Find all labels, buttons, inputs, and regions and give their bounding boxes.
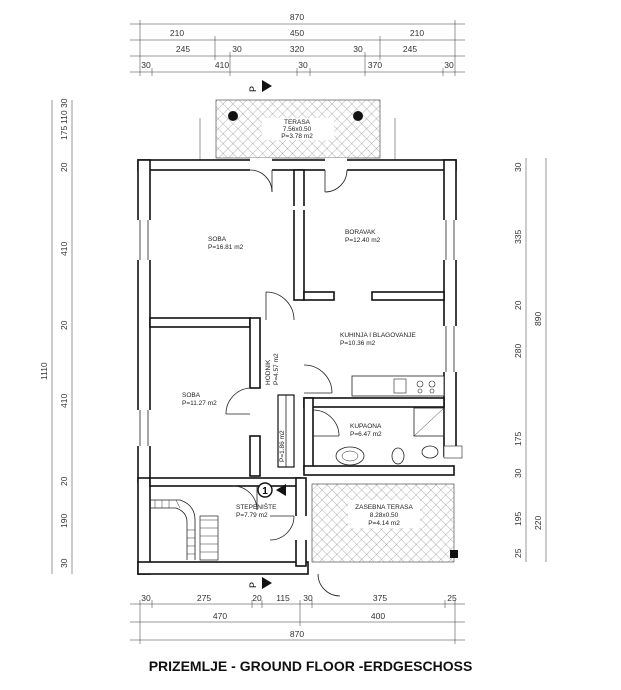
section-arrow-bottom-icon (262, 577, 272, 589)
section-marker-bottom: P (248, 582, 258, 588)
terrace-top: TERASA 7.56x0.50 P=3.78 m2 (199, 99, 396, 160)
dim-top-total: 870 (290, 12, 304, 22)
dim-top-r4-e: 30 (444, 60, 454, 70)
dim-right-8: 25 (513, 548, 523, 558)
dim-right-5: 175 (513, 432, 523, 446)
zasebna-name: ZASEBNA TERASA (355, 504, 413, 511)
dim-bot-r1-e: 30 (303, 593, 313, 603)
dim-right-4: 280 (513, 344, 523, 358)
dim-left-5: 410 (59, 242, 69, 256)
dim-top-r4-d: 370 (368, 60, 382, 70)
dim-top-r2-a: 210 (170, 28, 184, 38)
dim-right-2: 335 (513, 230, 523, 244)
markers: 1 P P (248, 80, 286, 589)
dim-left-10: 30 (59, 558, 69, 568)
dim-bot-r1-c: 20 (252, 593, 262, 603)
dim-left-3: 30 (59, 98, 69, 108)
dim-bot-r2-a: 470 (213, 611, 227, 621)
soba1-area: P=16.81 m2 (208, 244, 244, 251)
dim-top-r3-b: 30 (232, 44, 242, 54)
terasa-dims: 7.56x0.50 (283, 126, 312, 133)
dim-top-r2-c: 210 (410, 28, 424, 38)
stepeniste-area: P=7.79 m2 (236, 512, 268, 519)
door-swings (225, 169, 348, 597)
entry-number: 1 (262, 486, 268, 497)
stepeniste-name: STEPENIŠTE (236, 502, 277, 511)
dim-top-r4-b: 410 (215, 60, 229, 70)
dim-left-8: 20 (59, 476, 69, 486)
wc-area: P=1.86 m2 (279, 430, 286, 462)
top-dimensions: 870 210 450 210 245 30 320 30 245 30 410… (130, 12, 465, 76)
kupaona-area: P=6.47 m2 (350, 431, 382, 438)
entry-arrow-icon (276, 484, 286, 496)
staircase (150, 499, 219, 561)
toilet-icon (391, 447, 405, 465)
dim-bot-r1-a: 30 (141, 593, 151, 603)
soba1-name: SOBA (208, 236, 227, 243)
dim-top-r4-c: 30 (298, 60, 308, 70)
plan-caption: PRIZEMLJE - GROUND FLOOR -ERDGESCHOSS (148, 658, 473, 674)
dim-bot-r1-g: 25 (447, 593, 457, 603)
soba2-area: P=11.27 m2 (182, 400, 217, 407)
dim-left-2: 110 (59, 110, 69, 124)
dim-bot-total: 870 (290, 629, 304, 639)
dim-top-r4-a: 30 (141, 60, 151, 70)
dim-right-3: 20 (513, 300, 523, 310)
shower (413, 407, 445, 437)
dim-left-7: 410 (59, 394, 69, 408)
dim-right-7: 195 (513, 512, 523, 526)
bottom-dimensions: 30 275 20 115 30 375 25 470 400 870 (130, 593, 465, 644)
right-dimensions: 30 335 20 280 175 30 195 25 890 220 (513, 158, 547, 562)
bidet-icon (421, 445, 439, 459)
zasebna-area: P=4.14 m2 (368, 520, 400, 527)
boravak-area: P=12.40 m2 (345, 237, 381, 244)
dim-left-4: 20 (59, 162, 69, 172)
left-dimensions: 1110 175 110 30 20 410 20 410 20 190 30 (39, 98, 73, 574)
floor-plan: 870 210 450 210 245 30 320 30 245 30 410… (39, 12, 547, 644)
entry-marker (257, 482, 273, 498)
dim-left-total: 1110 (39, 362, 49, 380)
dim-right-6: 30 (513, 468, 523, 478)
dim-right-outer-1: 890 (533, 312, 543, 326)
dim-bot-r2-b: 400 (371, 611, 385, 621)
dim-bot-r1-d: 115 (276, 593, 290, 603)
dim-right-outer-2: 220 (533, 516, 543, 530)
terasa-area: P=3.78 m2 (281, 133, 313, 140)
soba2-name: SOBA (182, 392, 201, 399)
dim-right-1: 30 (513, 162, 523, 172)
kuhinja-area: P=10.36 m2 (340, 340, 376, 347)
boravak-name: BORAVAK (345, 229, 376, 236)
section-marker-top: P (248, 86, 258, 92)
zasebna-dims: 8.28x0.50 (370, 512, 399, 519)
dim-left-1: 175 (59, 126, 69, 140)
dim-left-6: 20 (59, 320, 69, 330)
column-right (353, 111, 363, 121)
dim-top-r3-c: 320 (290, 44, 304, 54)
dim-top-r2-b: 450 (290, 28, 304, 38)
dim-bot-r1-b: 275 (197, 593, 211, 603)
walls (136, 158, 458, 575)
dim-top-r3-a: 245 (176, 44, 190, 54)
dim-top-r3-e: 245 (403, 44, 417, 54)
dim-left-9: 190 (59, 514, 69, 528)
section-arrow-top-icon (262, 80, 272, 92)
fixtures (335, 375, 463, 466)
dim-bot-r1-f: 375 (373, 593, 387, 603)
column-left (228, 111, 238, 121)
sink-icon (335, 446, 365, 466)
kuhinja-name: KUHINJA I BLAGOVANJE (340, 332, 416, 339)
terasa-name: TERASA (284, 119, 311, 126)
hodnik-area: P=4.57 m2 (273, 353, 280, 385)
hodnik-name: HODNIK (265, 359, 272, 385)
kupaona-name: KUPAONA (350, 423, 382, 430)
dim-top-r3-d: 30 (353, 44, 363, 54)
room-labels: SOBA P=16.81 m2 BORAVAK P=12.40 m2 KUHIN… (182, 229, 416, 519)
private-terrace: ZASEBNA TERASA 8.28x0.50 P=4.14 m2 (311, 483, 458, 563)
